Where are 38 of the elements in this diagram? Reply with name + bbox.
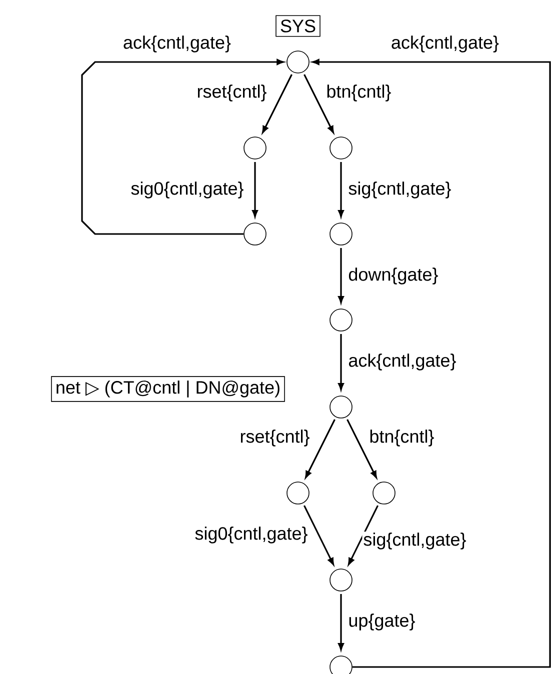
edge-label: rset{cntl} [196, 84, 268, 102]
state-circle [372, 482, 396, 504]
state-circle [244, 222, 266, 246]
edge-label: sig{cntl,gate} [362, 532, 468, 550]
arrow [346, 419, 377, 478]
edge-label: sig0{cntl,gate} [130, 180, 245, 200]
state-circle [330, 396, 352, 418]
state-circle [330, 308, 352, 332]
state-circle [286, 50, 310, 74]
edge-label: btn{cntl} [368, 428, 436, 448]
arrow [81, 59, 284, 235]
edge-label: sig0{cntl,gate} [194, 526, 309, 544]
arrow [312, 59, 551, 668]
state-circle [244, 136, 266, 160]
edge-label: up{gate} [347, 612, 416, 632]
edge-label: rset{cntl} [238, 428, 311, 448]
state-circle [330, 568, 352, 592]
arrow [348, 505, 379, 566]
state-label-box: net ▷ (CT@cntl | DN@gate) [51, 376, 285, 402]
arrow [252, 162, 258, 218]
edge-label: ack{cntl,gate} [122, 34, 232, 54]
state-label-box: SYS [276, 15, 320, 37]
arrow [304, 505, 334, 566]
edge-label: sig{cntl,gate} [347, 180, 452, 200]
state-circle [330, 222, 352, 246]
arrow [305, 419, 336, 478]
edge-label: btn{cntl} [325, 84, 392, 102]
arrow [338, 162, 344, 218]
arrow [304, 74, 334, 134]
edge-label: ack{cntl,gate} [347, 352, 458, 372]
edge-label: down{gate} [347, 266, 440, 286]
arrow [338, 248, 344, 304]
edge-label: ack{cntl,gate} [390, 34, 500, 54]
arrow [338, 334, 344, 390]
arrow [262, 74, 292, 134]
state-circle [286, 482, 310, 504]
state-circle [330, 136, 352, 160]
arrow [338, 594, 344, 650]
